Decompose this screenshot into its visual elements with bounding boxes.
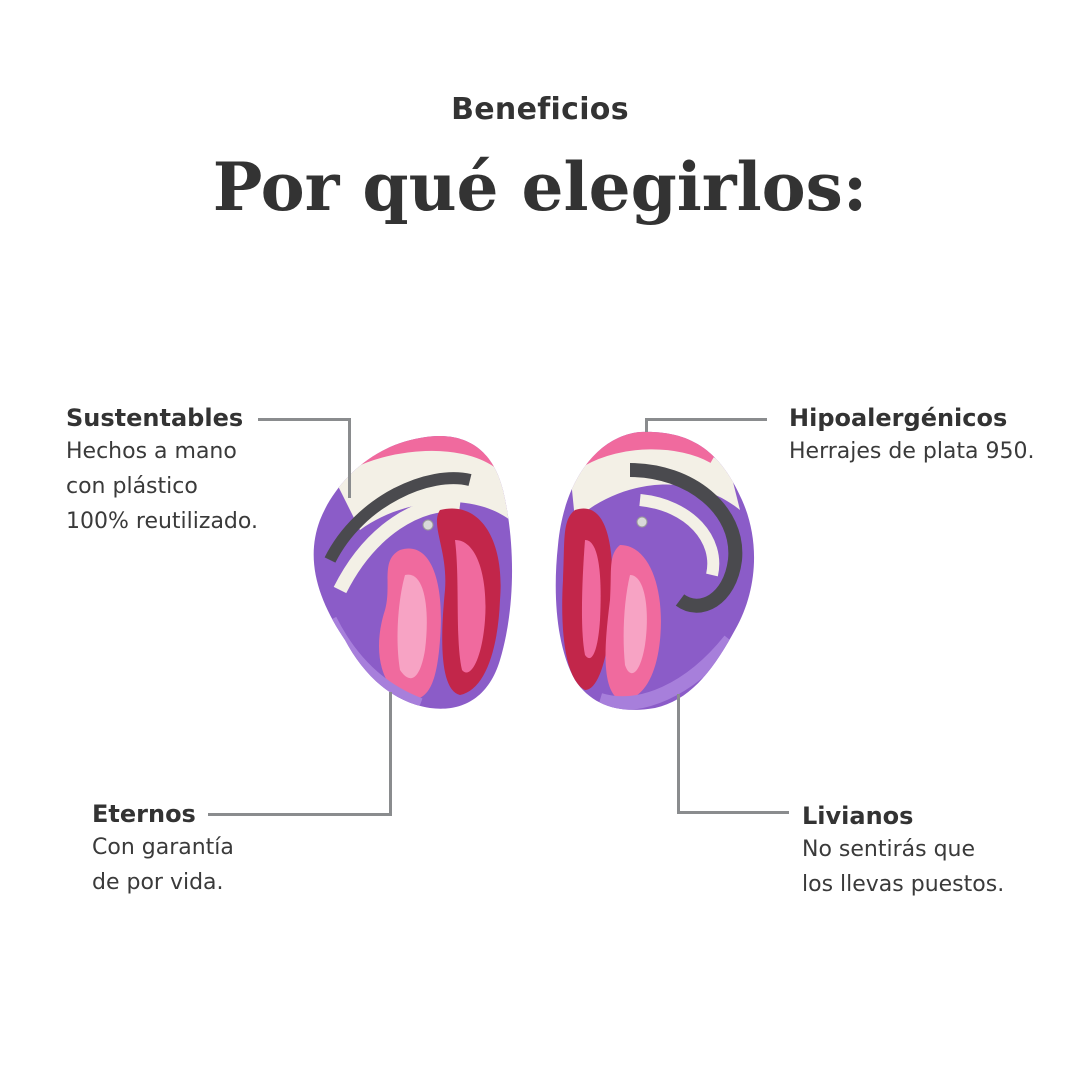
connector-livianos-v	[677, 694, 680, 814]
connector-hipoalergenicos-v	[645, 418, 648, 432]
right-earring	[555, 431, 755, 710]
feature-description: Hechos a mano con plástico 100% reutiliz…	[66, 439, 258, 534]
feature-title: Livianos	[802, 802, 914, 830]
connector-hipoalergenicos-h	[645, 418, 767, 421]
connector-eternos-v	[389, 692, 392, 816]
feature-title: Sustentables	[66, 404, 244, 432]
feature-hipoalergenicos: Hipoalergénicos Herrajes de plata 950.	[789, 402, 1035, 469]
feature-livianos: Livianos No sentirás que los llevas pues…	[802, 800, 1004, 902]
feature-eternos: Eternos Con garantía de por vida.	[92, 798, 234, 900]
section-eyebrow: Beneficios	[451, 92, 629, 127]
feature-description: Con garantía de por vida.	[92, 835, 234, 895]
feature-sustentables: Sustentables Hechos a mano con plástico …	[66, 402, 258, 539]
connector-sustentables-h	[258, 418, 350, 421]
left-earring	[313, 435, 513, 709]
connector-eternos-h	[208, 813, 392, 816]
feature-title: Hipoalergénicos	[789, 404, 1008, 432]
page-title: Por qué elegirlos:	[212, 148, 868, 226]
feature-description: Herrajes de plata 950.	[789, 439, 1035, 464]
feature-description: No sentirás que los llevas puestos.	[802, 837, 1005, 897]
feature-title: Eternos	[92, 800, 196, 828]
connector-livianos-h	[677, 811, 789, 814]
connector-sustentables-v	[348, 418, 351, 498]
